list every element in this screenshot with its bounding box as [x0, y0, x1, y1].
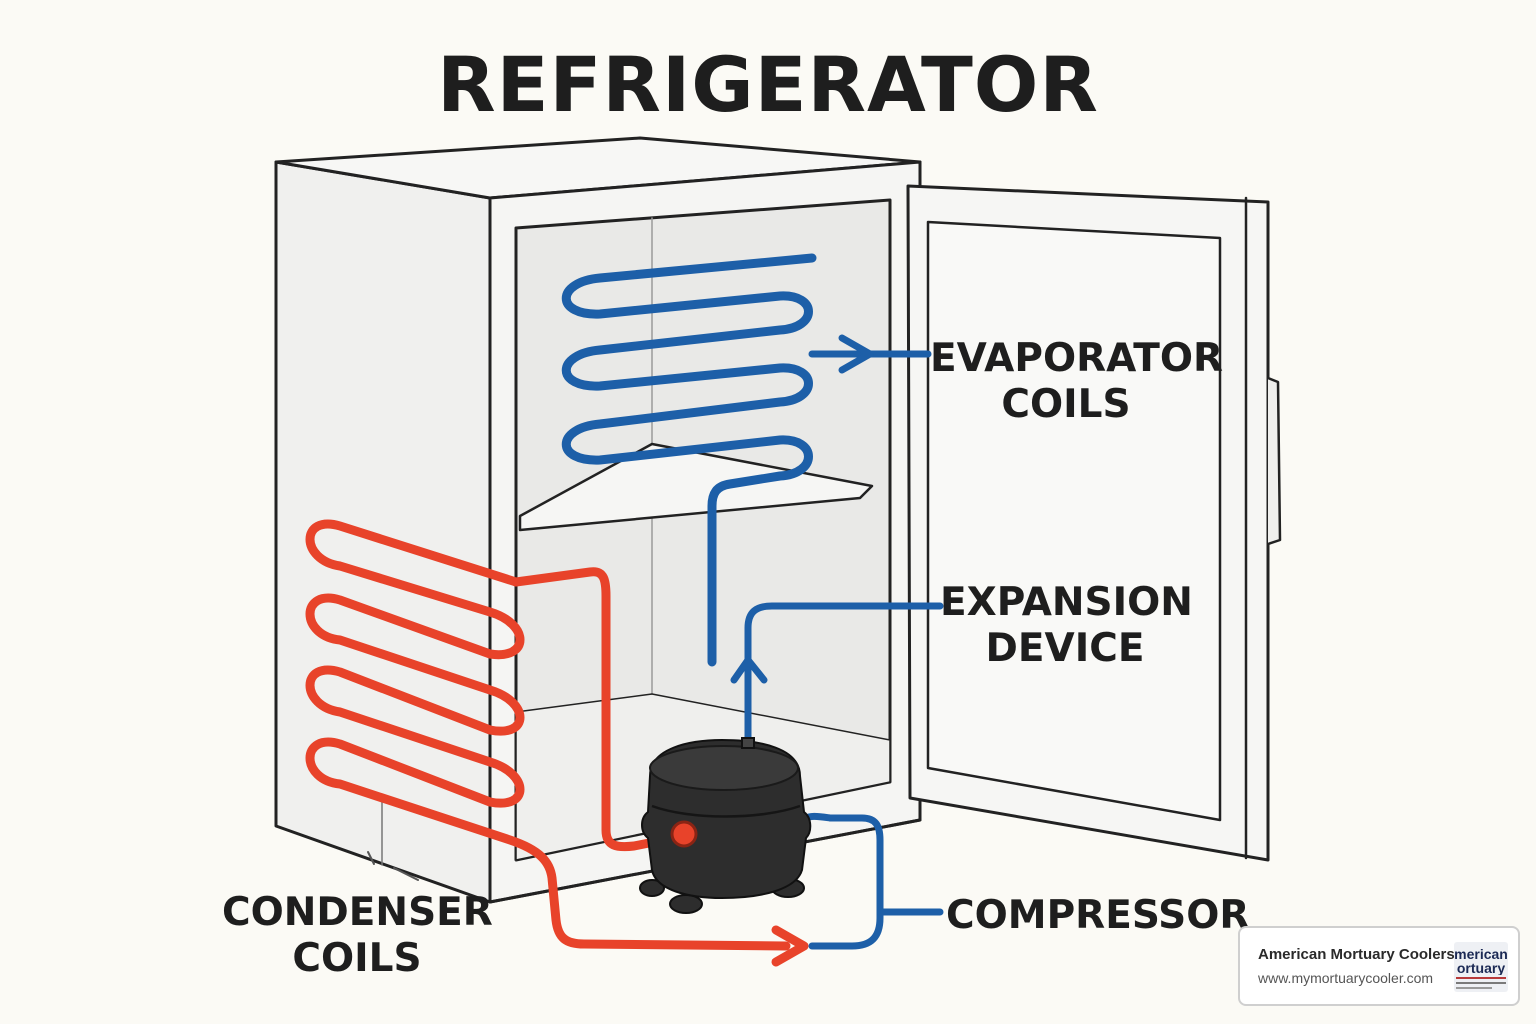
expansion-label-line1: EXPANSION [940, 580, 1193, 625]
expansion-arrow-head [730, 656, 768, 684]
compressor [639, 737, 812, 914]
watermark-url: www.mymortuarycooler.com [1258, 970, 1434, 986]
evaporator-label-line1: EVAPORATOR [930, 336, 1224, 381]
condenser-arrow-head [771, 925, 809, 967]
condenser-coil-loops [305, 519, 791, 951]
evaporator-label-line2: COILS [1001, 382, 1131, 427]
evaporator-coil-line [561, 253, 817, 667]
logo-text-line2: ortuary [1456, 961, 1506, 975]
condenser-label-line2: COILS [292, 936, 422, 981]
watermark-company-name: American Mortuary Coolers [1258, 946, 1455, 963]
door-inner-panel [926, 220, 1222, 822]
evaporator-arrow-head [838, 334, 874, 374]
door-handle [1266, 376, 1282, 546]
condenser-coils-label: CONDENSER COILS [222, 890, 493, 982]
watermark-logo: merican ortuary [1454, 942, 1508, 992]
condenser-coil-line [511, 567, 689, 852]
evaporator-coils-label: EVAPORATOR COILS [930, 336, 1224, 428]
logo-text-line1: merican [1454, 947, 1508, 961]
watermark-badge: American Mortuary Coolers www.mymortuary… [1238, 926, 1520, 1006]
condenser-label-line1: CONDENSER [222, 890, 493, 935]
expansion-device-line [744, 602, 944, 744]
expansion-label-line2: DEVICE [985, 626, 1145, 671]
diagram-title: REFRIGERATOR [437, 40, 1099, 129]
compressor-return-line [796, 812, 884, 950]
compressor-label: COMPRESSOR [946, 893, 1250, 939]
expansion-device-label: EXPANSION DEVICE [940, 580, 1193, 672]
compressor-label-text: COMPRESSOR [946, 893, 1250, 938]
